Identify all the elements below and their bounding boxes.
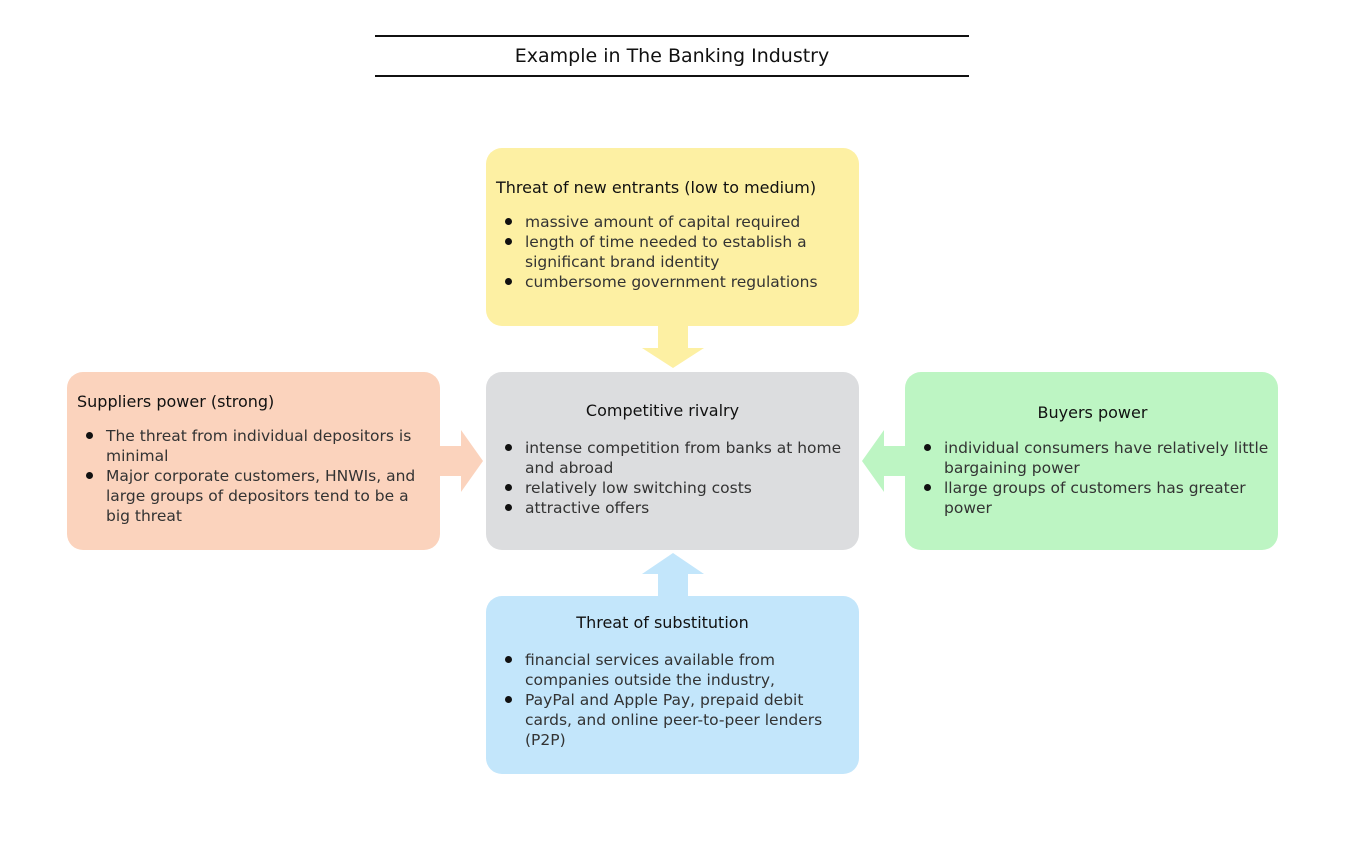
suppliers-list: The threat from individual depositors is… (77, 426, 430, 526)
arrow-up-icon (642, 553, 704, 596)
list-item: massive amount of capital required (496, 212, 849, 232)
list-item: relatively low switching costs (496, 478, 849, 498)
list-item: attractive offers (496, 498, 849, 518)
substitution-box: Threat of substitution financial service… (486, 596, 859, 774)
arrow-right-icon (440, 430, 483, 492)
arrow-down-icon (642, 326, 704, 368)
arrow-right-shape (440, 430, 483, 492)
list-item: Major corporate customers, HNWIs, and la… (77, 466, 430, 526)
rivalry-box: Competitive rivalry intense competition … (486, 372, 859, 550)
diagram-title-frame: Example in The Banking Industry (375, 35, 969, 77)
suppliers-box: Suppliers power (strong) The threat from… (67, 372, 440, 550)
new-entrants-list: massive amount of capital required lengt… (496, 212, 849, 292)
list-item: The threat from individual depositors is… (77, 426, 430, 466)
list-item: PayPal and Apple Pay, prepaid debit card… (496, 690, 849, 750)
substitution-list: financial services available from compan… (496, 650, 849, 750)
arrow-left-shape (862, 430, 905, 492)
diagram-title: Example in The Banking Industry (514, 45, 830, 67)
list-item: individual consumers have relatively lit… (915, 438, 1270, 478)
buyers-heading: Buyers power (1037, 403, 1148, 422)
list-item: llarge groups of customers has greater p… (915, 478, 1270, 518)
list-item: length of time needed to establish a sig… (496, 232, 849, 272)
new-entrants-box: Threat of new entrants (low to medium) m… (486, 148, 859, 326)
arrow-down-shape (642, 326, 704, 368)
rivalry-list: intense competition from banks at home a… (496, 438, 849, 518)
arrow-up-shape (642, 553, 704, 596)
list-item: financial services available from compan… (496, 650, 849, 690)
buyers-box: Buyers power individual consumers have r… (905, 372, 1278, 550)
list-item: intense competition from banks at home a… (496, 438, 849, 478)
arrow-left-icon (862, 430, 905, 492)
suppliers-heading: Suppliers power (strong) (77, 392, 275, 411)
buyers-list: individual consumers have relatively lit… (915, 438, 1270, 518)
substitution-heading: Threat of substitution (576, 613, 749, 632)
rivalry-heading: Competitive rivalry (585, 401, 740, 420)
list-item: cumbersome government regulations (496, 272, 849, 292)
new-entrants-heading: Threat of new entrants (low to medium) (496, 178, 817, 197)
